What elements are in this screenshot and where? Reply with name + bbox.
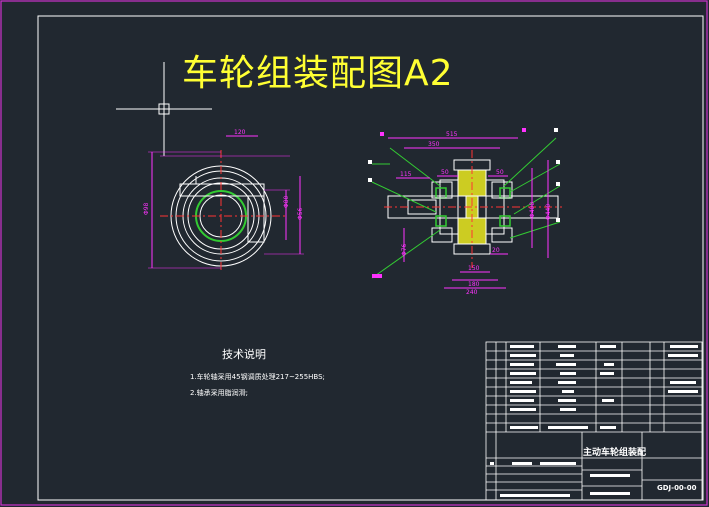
dim-sec-d76: Φ76 <box>401 243 408 256</box>
section-view <box>368 128 562 289</box>
dim-front-d56: Φ56 <box>297 207 304 220</box>
crosshair-cursor <box>116 62 212 156</box>
front-view <box>148 135 304 272</box>
technical-note-2: 2.轴承采用脂润滑; <box>190 389 249 397</box>
dim-sec-50b: 50 <box>496 169 504 176</box>
dim-sec-150: 150 <box>468 265 480 272</box>
title-block-part-name: 主动车轮组装配 <box>583 448 647 458</box>
title-block-fine-print <box>490 345 698 497</box>
technical-notes-title: 技术说明 <box>222 348 266 361</box>
dim-sec-180: 180 <box>468 281 480 288</box>
dim-sec-d440: Φ440 <box>545 204 552 220</box>
dim-front-d98: Φ98 <box>143 202 150 215</box>
title-block <box>485 341 703 501</box>
dim-sec-350: 350 <box>428 141 440 148</box>
dim-front-120: 120 <box>234 129 246 136</box>
drawing-frame <box>37 15 704 501</box>
dim-sec-515: 515 <box>446 131 458 138</box>
dim-sec-240: 240 <box>466 289 478 296</box>
dim-sec-d400: Φ400 <box>529 202 536 218</box>
dim-sec-20: 20 <box>492 247 500 254</box>
dim-sec-50a: 50 <box>441 169 449 176</box>
drawing-title: 车轮组装配图A2 <box>182 53 454 94</box>
technical-note-1: 1.车轮轴采用45钢调质处理217~255HBS; <box>190 373 325 381</box>
dim-sec-115: 115 <box>400 171 412 178</box>
dim-front-d80: Φ80 <box>283 195 290 208</box>
title-block-drawing-code: GDJ-00-00 <box>657 484 697 492</box>
